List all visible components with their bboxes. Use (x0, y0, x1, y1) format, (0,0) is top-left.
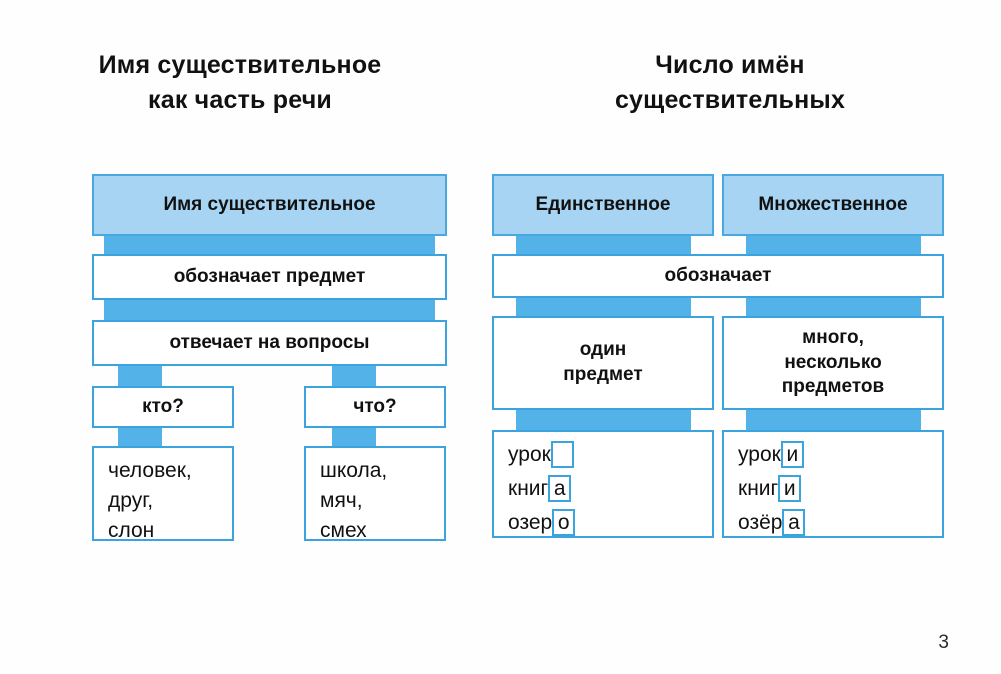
node-plural-meaning: много, несколько предметов (722, 316, 944, 410)
singular-meaning-line-2: предмет (563, 364, 643, 385)
connector-answers-to-who (118, 362, 162, 388)
node-singular-meaning: один предмет (492, 316, 714, 410)
example-who-1: человек, (108, 459, 192, 482)
page-number: 3 (938, 632, 949, 653)
singular-example-1-ending-box (550, 441, 574, 469)
plural-meaning-line-2: несколько (784, 351, 882, 373)
right-diagram-title: Число имён существительных (520, 48, 940, 117)
right-title-line-1: Число имён (655, 51, 805, 79)
connector-means-to-answers (104, 296, 435, 322)
singular-meaning-line-1: один (579, 339, 627, 361)
node-singular-head: Единственное (492, 174, 714, 236)
singular-example-2-ending-box: а (548, 475, 572, 503)
plural-meaning-line-1: много, (802, 326, 864, 348)
example-who-3: слон (108, 518, 155, 542)
connector-plural-to-denotes (746, 232, 921, 256)
singular-example-3-ending-box: о (552, 509, 576, 537)
example-who-2: друг, (108, 488, 154, 512)
right-title-line-2: существительных (614, 85, 846, 114)
example-what-2: мяч, (320, 488, 363, 512)
singular-example-3-stem: озер (508, 510, 553, 534)
node-plural-head: Множественное (722, 174, 944, 236)
left-title-line-1: Имя существительное (98, 51, 382, 79)
plural-meaning-line-3: предметов (781, 376, 885, 398)
plural-example-1-stem: урок (738, 443, 781, 466)
plural-example-2-ending-box: и (778, 475, 802, 503)
plural-example-3-ending-box: а (782, 509, 806, 537)
connector-denotes-to-singular-meaning (516, 294, 691, 318)
connector-denotes-to-plural-meaning (746, 294, 921, 318)
node-answers-questions: отвечает на вопросы (92, 320, 447, 366)
node-examples-what: школа, мяч, смех (304, 446, 446, 542)
node-question-what: что? (304, 386, 446, 428)
connector-answers-to-what (332, 362, 376, 388)
left-title-line-2: как часть речи (148, 85, 332, 114)
left-diagram-title: Имя существительное как часть речи (30, 48, 450, 117)
connector-plural-meaning-to-examples (746, 406, 921, 432)
singular-example-2-stem: книг (508, 476, 549, 500)
singular-example-1-stem: урок (508, 443, 551, 466)
plural-example-2-stem: книг (738, 476, 779, 500)
connector-what-to-examples (332, 424, 376, 448)
node-question-who: кто? (92, 386, 234, 428)
example-what-1: школа, (320, 459, 388, 482)
node-denotes: обозначает (492, 254, 944, 298)
connector-singular-to-denotes (516, 232, 691, 256)
node-denotes-object: обозначает предмет (92, 254, 447, 300)
node-noun-head: Имя существительное (92, 174, 447, 236)
connector-singular-meaning-to-examples (516, 406, 691, 432)
connector-who-to-examples (118, 424, 162, 448)
connector-head-to-means (104, 232, 435, 256)
node-examples-who: человек, друг, слон (92, 446, 234, 542)
singular-example-1: урок (508, 440, 712, 470)
example-what-3: смех (320, 518, 367, 542)
plural-example-1-ending-box: и (780, 441, 804, 469)
plural-example-3-stem: озёр (738, 510, 783, 534)
